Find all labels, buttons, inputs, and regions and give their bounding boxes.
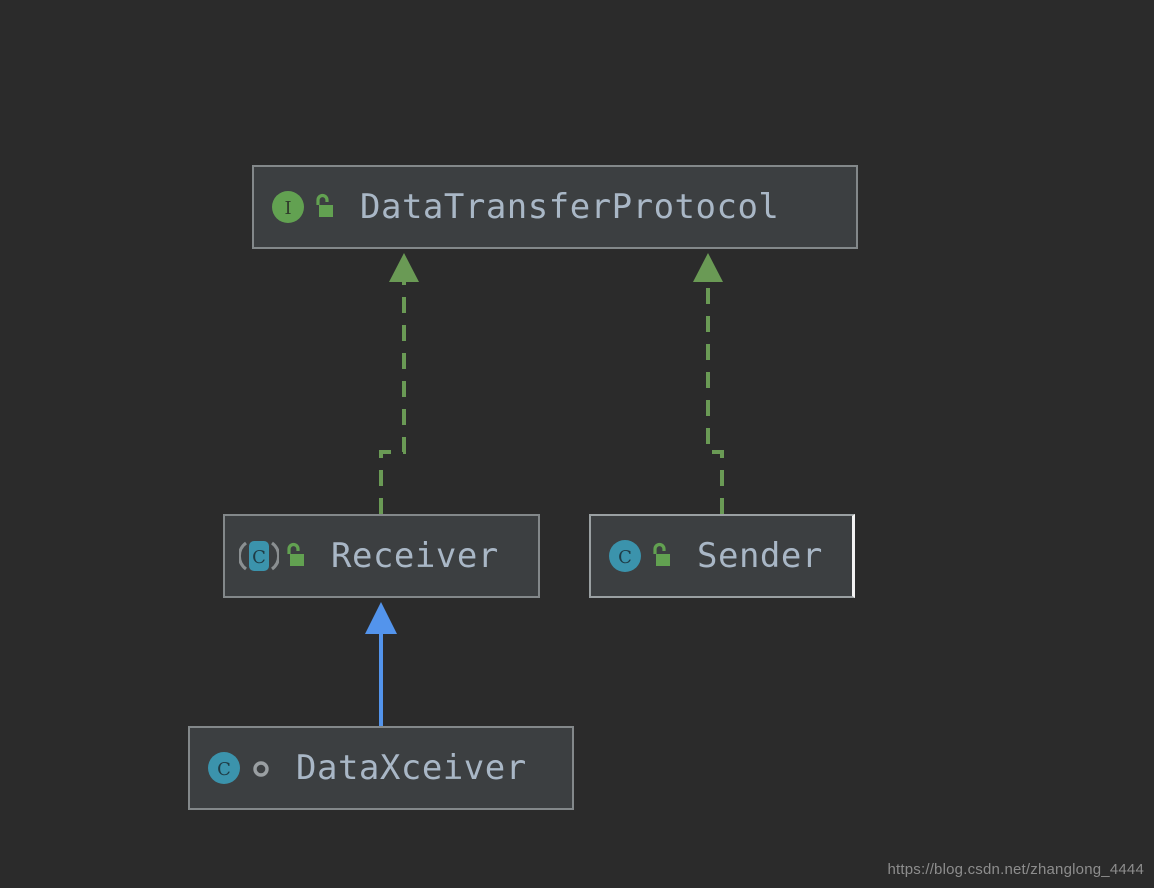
class-node-label: Sender	[697, 536, 823, 576]
svg-text:C: C	[618, 547, 632, 568]
watermark-text: https://blog.csdn.net/zhanglong_4444	[887, 861, 1144, 878]
public-unlocked-padlock-icon	[283, 541, 309, 571]
svg-text:I: I	[284, 198, 291, 219]
class-node-label: DataXceiver	[296, 748, 527, 788]
public-unlocked-padlock-icon	[312, 192, 338, 222]
class-node-datatransferprotocol[interactable]: I DataTransferProtocol	[252, 165, 858, 249]
class-node-label: DataTransferProtocol	[360, 187, 780, 227]
svg-text:C: C	[217, 759, 231, 780]
svg-text:C: C	[252, 547, 266, 568]
edge-sender-implements-datatransferprotocol	[693, 253, 724, 514]
interface-icon: I	[268, 187, 308, 227]
public-unlocked-padlock-icon	[649, 541, 675, 571]
edge-dataxceiver-extends-receiver	[365, 602, 397, 726]
class-node-label: Receiver	[331, 536, 499, 576]
class-node-dataxceiver[interactable]: C DataXceiver	[188, 726, 574, 810]
class-node-receiver[interactable]: C Receiver	[223, 514, 540, 598]
abstract-class-icon: C	[239, 536, 279, 576]
package-private-circle-icon	[248, 753, 274, 783]
edge-receiver-implements-datatransferprotocol	[379, 253, 419, 514]
class-icon: C	[204, 748, 244, 788]
class-icon: C	[605, 536, 645, 576]
class-node-sender[interactable]: C Sender	[589, 514, 855, 598]
